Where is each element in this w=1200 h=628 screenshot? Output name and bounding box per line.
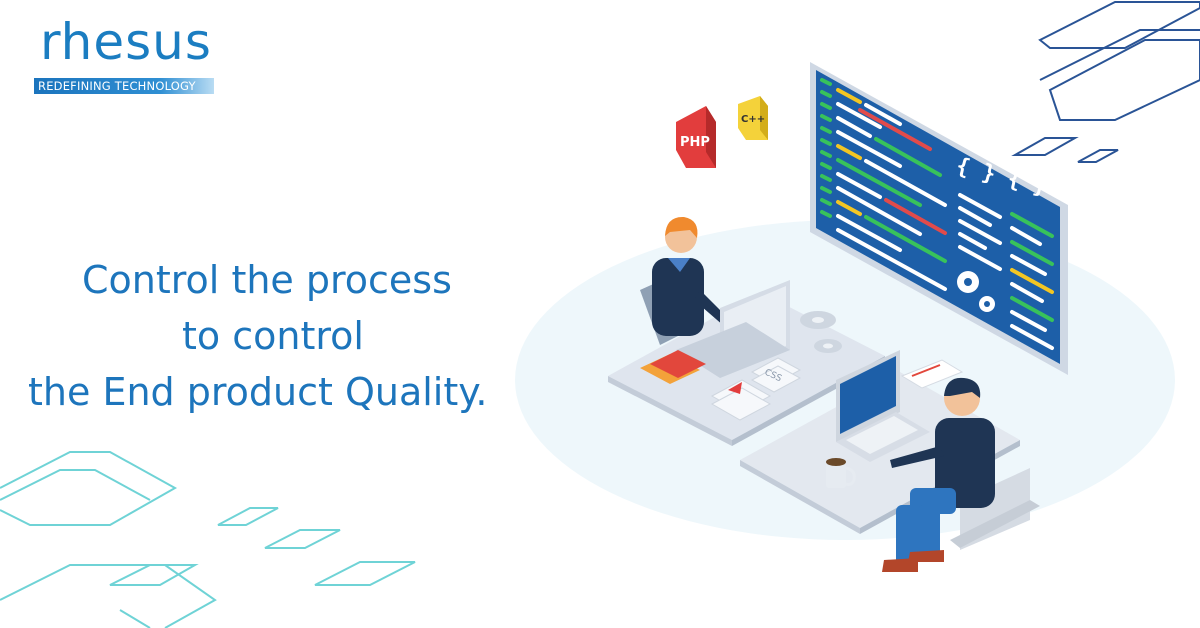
decorative-lines-top-right xyxy=(1011,1,1200,163)
headline-line-1: Control the process xyxy=(82,258,452,302)
svg-text:PHP: PHP xyxy=(680,135,710,150)
desk-files: CSS xyxy=(640,350,802,421)
decorative-lines-bottom-left xyxy=(0,451,416,628)
logo-wordmark: rhesus xyxy=(40,13,212,71)
gear-icon xyxy=(957,271,995,312)
person-orange-hair xyxy=(640,216,730,345)
svg-text:C++: C++ xyxy=(741,114,765,125)
person-dark-hair xyxy=(882,377,1040,572)
php-badge: PHP xyxy=(676,106,716,168)
rhesus-logo[interactable]: rhesus REDEFINING TECHNOLOGY xyxy=(34,12,224,94)
coffee-mug-icon xyxy=(826,458,856,488)
cpp-badge: C++ xyxy=(738,96,768,140)
logo-tagline-bar xyxy=(34,78,214,94)
headline: Control the process to control the End p… xyxy=(0,252,600,420)
headline-line-2: to control xyxy=(182,314,364,358)
settings-gears-icon xyxy=(800,311,842,353)
headline-line-3: the End product Quality. xyxy=(28,370,488,414)
desk-papers xyxy=(900,359,964,389)
logo-tagline: REDEFINING TECHNOLOGY xyxy=(38,79,196,93)
laptop-right xyxy=(836,350,930,462)
